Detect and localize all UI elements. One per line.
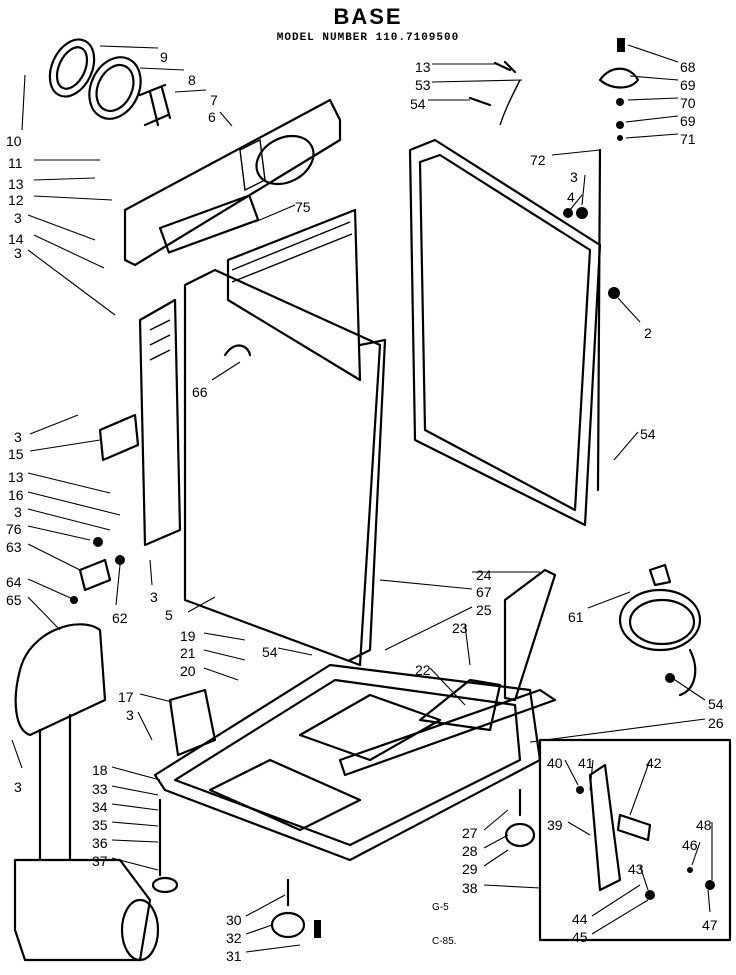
door-switch-inset <box>538 738 732 942</box>
callout-64: 64 <box>6 574 22 590</box>
callout-3: 3 <box>14 779 22 795</box>
callout-39: 39 <box>547 817 563 833</box>
callout-22: 22 <box>415 662 431 678</box>
callout-23: 23 <box>452 620 468 636</box>
callout-32: 32 <box>226 930 242 946</box>
callout-69: 69 <box>680 77 696 93</box>
callout-63: 63 <box>6 539 22 555</box>
callout-43: 43 <box>628 861 644 877</box>
callout-27: 27 <box>462 825 478 841</box>
callout-38: 38 <box>462 880 478 896</box>
callout-29: 29 <box>462 861 478 877</box>
callout-3: 3 <box>14 245 22 261</box>
callout-42: 42 <box>646 755 662 771</box>
callout-3: 3 <box>570 169 578 185</box>
callout-3: 3 <box>14 504 22 520</box>
callout-7: 7 <box>210 92 218 108</box>
exhaust-duct <box>13 623 160 962</box>
callout-25: 25 <box>476 602 492 618</box>
callout-54: 54 <box>262 644 278 660</box>
callout-34: 34 <box>92 799 108 815</box>
top-screws <box>468 60 521 126</box>
base-assembly <box>153 568 557 862</box>
callout-45: 45 <box>572 929 588 945</box>
callout-3: 3 <box>14 210 22 226</box>
frame-edge-line <box>596 148 602 492</box>
callout-16: 16 <box>8 487 24 503</box>
callout-61: 61 <box>568 609 584 625</box>
callout-70: 70 <box>680 95 696 111</box>
callout-6: 6 <box>208 109 216 125</box>
callout-67: 67 <box>476 584 492 600</box>
callout-66: 66 <box>192 384 208 400</box>
stamp-c85: C-85. <box>432 936 456 947</box>
callout-15: 15 <box>8 446 24 462</box>
callout-76: 76 <box>6 521 22 537</box>
callout-35: 35 <box>92 817 108 833</box>
callout-37: 37 <box>92 853 108 869</box>
callout-28: 28 <box>462 843 478 859</box>
callout-48: 48 <box>696 817 712 833</box>
callout-36: 36 <box>92 835 108 851</box>
callout-3: 3 <box>150 589 158 605</box>
callout-46: 46 <box>682 837 698 853</box>
hinge-hardware <box>563 38 640 299</box>
callout-12: 12 <box>8 192 24 208</box>
power-cord <box>618 563 702 697</box>
callout-13: 13 <box>8 469 24 485</box>
callout-44: 44 <box>572 911 588 927</box>
callout-21: 21 <box>180 645 196 661</box>
callout-68: 68 <box>680 59 696 75</box>
front-frame <box>408 138 602 527</box>
callout-47: 47 <box>702 917 718 933</box>
callout-54: 54 <box>410 96 426 112</box>
callout-62: 62 <box>112 610 128 626</box>
callout-5: 5 <box>165 607 173 623</box>
callout-8: 8 <box>188 72 196 88</box>
drum-seal-rings <box>48 38 172 127</box>
callout-33: 33 <box>92 781 108 797</box>
callout-75: 75 <box>295 199 311 215</box>
door-switch-bracket <box>70 537 125 604</box>
callout-24: 24 <box>476 567 492 583</box>
callout-4: 4 <box>567 189 575 205</box>
callout-41: 41 <box>578 755 594 771</box>
callout-2: 2 <box>644 325 652 341</box>
page-title: BASE <box>333 4 403 29</box>
callout-53: 53 <box>415 77 431 93</box>
leader-lines <box>11 44 713 953</box>
callout-54: 54 <box>640 426 656 442</box>
callout-3: 3 <box>14 429 22 445</box>
left-side-frame <box>98 298 182 547</box>
callout-9: 9 <box>160 49 168 65</box>
callout-26: 26 <box>708 715 724 731</box>
callout-54: 54 <box>708 696 724 712</box>
callout-14: 14 <box>8 231 24 247</box>
callout-10: 10 <box>6 133 22 149</box>
callout-72: 72 <box>530 152 546 168</box>
model-number: MODEL NUMBER 110.7109500 <box>276 32 460 44</box>
callout-71: 71 <box>680 131 696 147</box>
callout-13: 13 <box>8 176 24 192</box>
callout-11: 11 <box>8 155 23 171</box>
stamp-g5: G-5 <box>432 902 449 913</box>
callout-31: 31 <box>226 948 242 964</box>
callout-65: 65 <box>6 592 22 608</box>
callout-20: 20 <box>180 663 196 679</box>
cabinet-side-panel <box>183 208 387 667</box>
top-panel <box>123 98 342 267</box>
callout-3: 3 <box>126 707 134 723</box>
callout-labels: 9876101113123143751353546869706971723426… <box>6 49 724 964</box>
bracket <box>168 688 217 757</box>
callout-69: 69 <box>680 113 696 129</box>
callout-30: 30 <box>226 912 242 928</box>
callout-17: 17 <box>118 689 134 705</box>
callout-40: 40 <box>547 755 563 771</box>
callout-19: 19 <box>180 628 196 644</box>
callout-13: 13 <box>415 59 431 75</box>
callout-18: 18 <box>92 762 108 778</box>
